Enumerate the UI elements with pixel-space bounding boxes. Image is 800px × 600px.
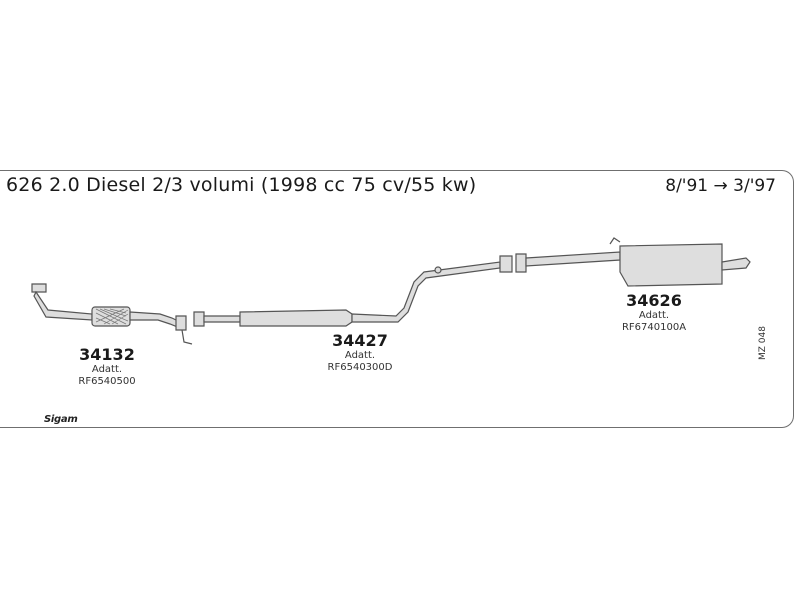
rear-hanger: [609, 237, 621, 245]
part-label-34427: 34427 Adatt. RF6540300D: [310, 332, 410, 374]
part-number: 34626: [626, 291, 682, 310]
front-pipe-rear: [129, 311, 181, 329]
middle-rear-flange: [499, 255, 513, 273]
part-number: 34427: [332, 331, 388, 350]
hanger-ring: [434, 266, 442, 274]
rear-front-flange: [515, 253, 527, 273]
part-ref: RF6740100A: [621, 322, 687, 333]
middle-section-34427[interactable]: [193, 255, 513, 327]
part-adatt: Adatt.: [344, 350, 376, 361]
part-adatt: Adatt.: [91, 364, 123, 375]
part-ref: RF6540300D: [327, 362, 393, 373]
middle-rear-pipe: [351, 261, 501, 323]
brand-logo: Sigam: [44, 414, 78, 425]
diagram-code: MZ 048: [758, 326, 768, 360]
tail-pipe: [721, 257, 751, 271]
part-ref: RF6540500: [78, 376, 136, 387]
part-label-34132: 34132 Adatt. RF6540500: [62, 346, 152, 388]
page-title: 626 2.0 Diesel 2/3 volumi (1998 cc 75 cv…: [6, 174, 477, 196]
part-label-34626: 34626 Adatt. RF6740100A: [604, 292, 704, 334]
diagram-frame: [0, 170, 794, 428]
middle-front-flange: [193, 311, 205, 327]
production-period: 8/'91 → 3/'97: [665, 176, 776, 196]
part-adatt: Adatt.: [638, 310, 670, 321]
front-pipe-flange: [175, 315, 187, 331]
middle-inlet-pipe: [203, 315, 241, 323]
hanger-bracket: [181, 329, 193, 345]
flex-mesh: [95, 308, 129, 325]
front-flange: [31, 283, 47, 293]
part-number: 34132: [79, 345, 135, 364]
rear-silencer-box: [619, 243, 723, 287]
middle-silencer: [239, 309, 353, 327]
front-pipe-34132[interactable]: [31, 283, 193, 345]
rear-inlet-pipe: [525, 251, 621, 267]
rear-silencer-34626[interactable]: [515, 237, 751, 287]
front-pipe-bend: [33, 290, 93, 321]
